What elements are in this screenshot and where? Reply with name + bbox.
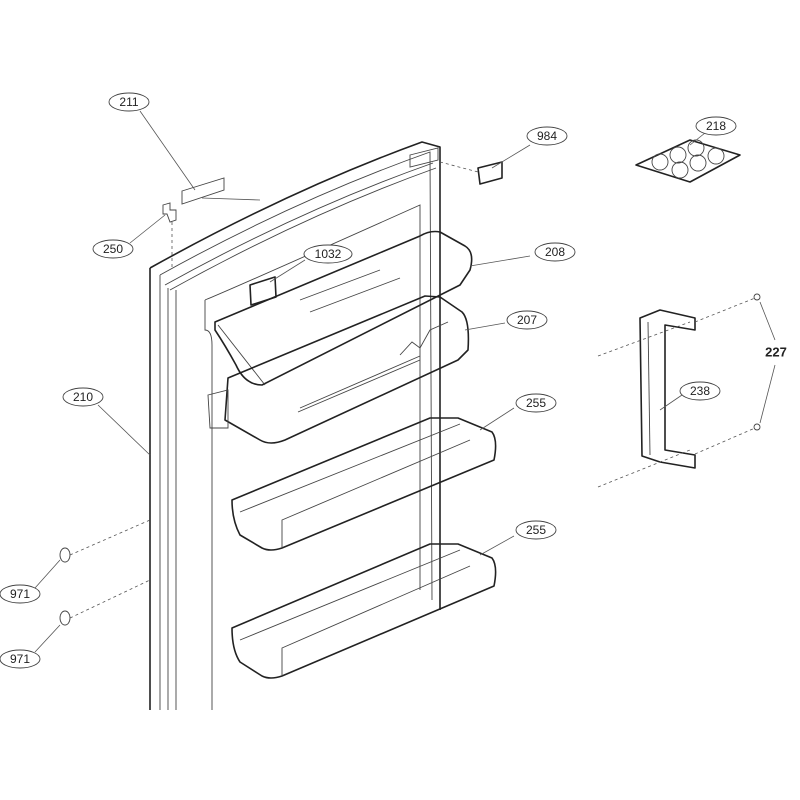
- part-218-egg-tray: [635, 139, 741, 183]
- callout-255-upper: 255: [515, 393, 557, 413]
- callout-text: 218: [706, 119, 726, 133]
- callout-971-upper: 971: [0, 584, 41, 604]
- callout-227: 227: [765, 345, 787, 360]
- callout-984: 984: [526, 126, 568, 146]
- callout-text: 984: [537, 129, 557, 143]
- part-238-handle: [597, 293, 776, 488]
- leader-lines: [34, 110, 706, 653]
- callout-text: 211: [119, 95, 138, 109]
- callout-218: 218: [695, 116, 737, 136]
- callout-210: 210: [62, 387, 104, 407]
- callout-971-lower: 971: [0, 649, 41, 669]
- callout-text: 238: [690, 384, 710, 398]
- callout-211: 211: [108, 92, 150, 112]
- part-1032-sticker: [249, 276, 277, 306]
- callout-text: 227: [765, 345, 787, 360]
- door-panel: [149, 141, 441, 710]
- callout-text: 1032: [315, 247, 342, 261]
- part-250-clip: [162, 202, 177, 270]
- callout-255-lower: 255: [515, 520, 557, 540]
- callout-text: 971: [10, 652, 30, 666]
- callout-207: 207: [506, 310, 548, 330]
- part-971-plugs: [59, 519, 151, 626]
- part-255-door-shelf-lower: [231, 543, 497, 679]
- callout-text: 255: [526, 396, 546, 410]
- callout-text: 208: [545, 245, 565, 259]
- part-208-top-shelf: [214, 230, 473, 386]
- callout-text: 250: [103, 242, 123, 256]
- callout-1032: 1032: [303, 244, 353, 264]
- callout-text: 207: [517, 313, 537, 327]
- callout-238: 238: [679, 381, 721, 401]
- callout-208: 208: [534, 242, 576, 262]
- part-207-bottle-shelf: [207, 295, 470, 444]
- callout-text: 255: [526, 523, 546, 537]
- callout-250: 250: [92, 239, 134, 259]
- callout-text: 210: [73, 390, 93, 404]
- part-211-label-plate: [181, 177, 261, 205]
- callout-text: 971: [10, 587, 30, 601]
- part-984-sticker: [439, 161, 503, 185]
- part-255-door-shelf-upper: [231, 417, 497, 551]
